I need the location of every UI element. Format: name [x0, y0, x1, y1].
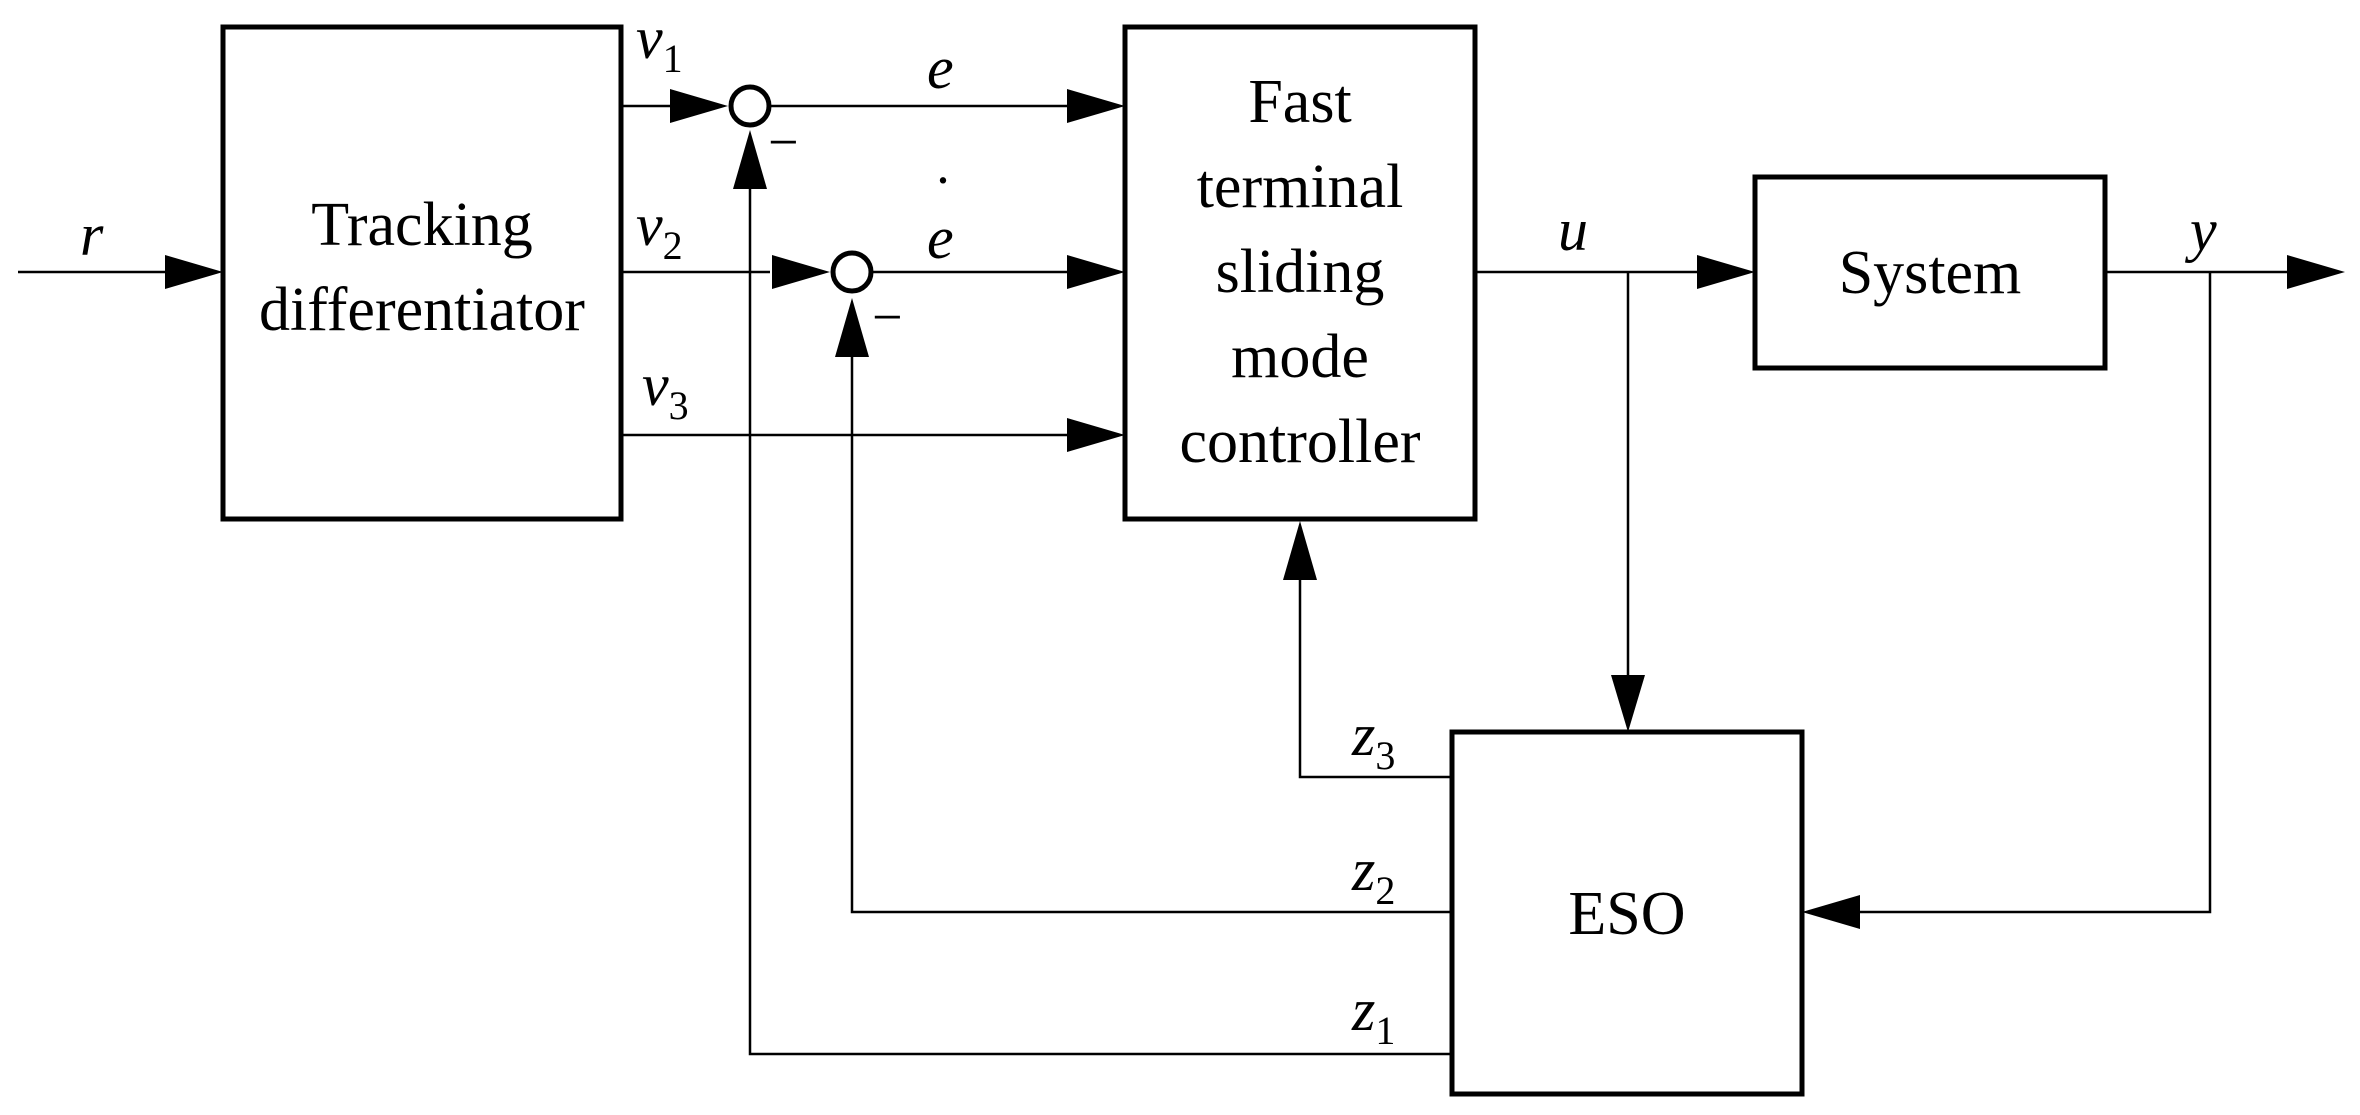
- system-block: [1752, 174, 2108, 371]
- signal-z3-label: z3: [1351, 702, 1395, 778]
- signal-v3-label: v3: [642, 352, 689, 428]
- arrow-v1: [670, 89, 728, 123]
- controller-label-line4: mode: [1231, 323, 1369, 391]
- wire-z1: [748, 188, 1452, 1056]
- wire-y-to-eso: [1860, 272, 2212, 914]
- signal-y-label: y: [2184, 197, 2217, 263]
- sum-junction-2: [830, 250, 874, 294]
- arrow-y: [2287, 255, 2345, 289]
- arrow-y-to-eso: [1802, 895, 1860, 929]
- signal-r-label: r: [80, 202, 104, 268]
- wire-z2: [850, 355, 1452, 914]
- controller-label-line3: sliding: [1216, 238, 1385, 306]
- signal-e-label: e: [927, 35, 954, 101]
- arrow-v2: [772, 255, 830, 289]
- arrow-e: [1067, 89, 1125, 123]
- controller-label-line5: controller: [1179, 408, 1420, 476]
- signal-e-dot-mark: ·: [934, 150, 952, 210]
- arrow-z3: [1283, 521, 1317, 580]
- arrow-z1: [733, 130, 767, 189]
- controller-label-line1: Fast: [1248, 68, 1351, 136]
- arrow-v3: [1067, 418, 1125, 452]
- controller-label-line2: terminal: [1197, 153, 1404, 221]
- controller-block: [1122, 24, 1478, 522]
- tracking-differentiator-label-line1: Tracking: [311, 191, 533, 259]
- eso-label: ESO: [1568, 880, 1685, 948]
- arrow-r: [165, 255, 223, 289]
- tracking-differentiator-label-line2: differentiator: [259, 276, 585, 344]
- arrow-e-dot: [1067, 255, 1125, 289]
- signal-v2-label: v2: [636, 192, 683, 268]
- arrow-z2: [835, 298, 869, 357]
- signal-v1-label: v1: [636, 5, 683, 81]
- signal-z2-label: z2: [1351, 837, 1395, 913]
- eso-block: [1449, 729, 1805, 1097]
- system-label: System: [1839, 239, 2022, 307]
- arrow-u-to-eso: [1611, 675, 1645, 732]
- sum-junction-2-sign: −: [872, 287, 902, 347]
- sum-junction-1: [728, 84, 772, 128]
- wire-z3: [1298, 578, 1452, 779]
- signal-u-label: u: [1558, 197, 1588, 263]
- signal-z1-label: z1: [1351, 977, 1395, 1053]
- tracking-differentiator-block: [220, 24, 624, 522]
- arrow-u: [1697, 255, 1755, 289]
- signal-e-dot-label: e: [927, 205, 954, 271]
- sum-junction-1-sign: −: [768, 112, 798, 172]
